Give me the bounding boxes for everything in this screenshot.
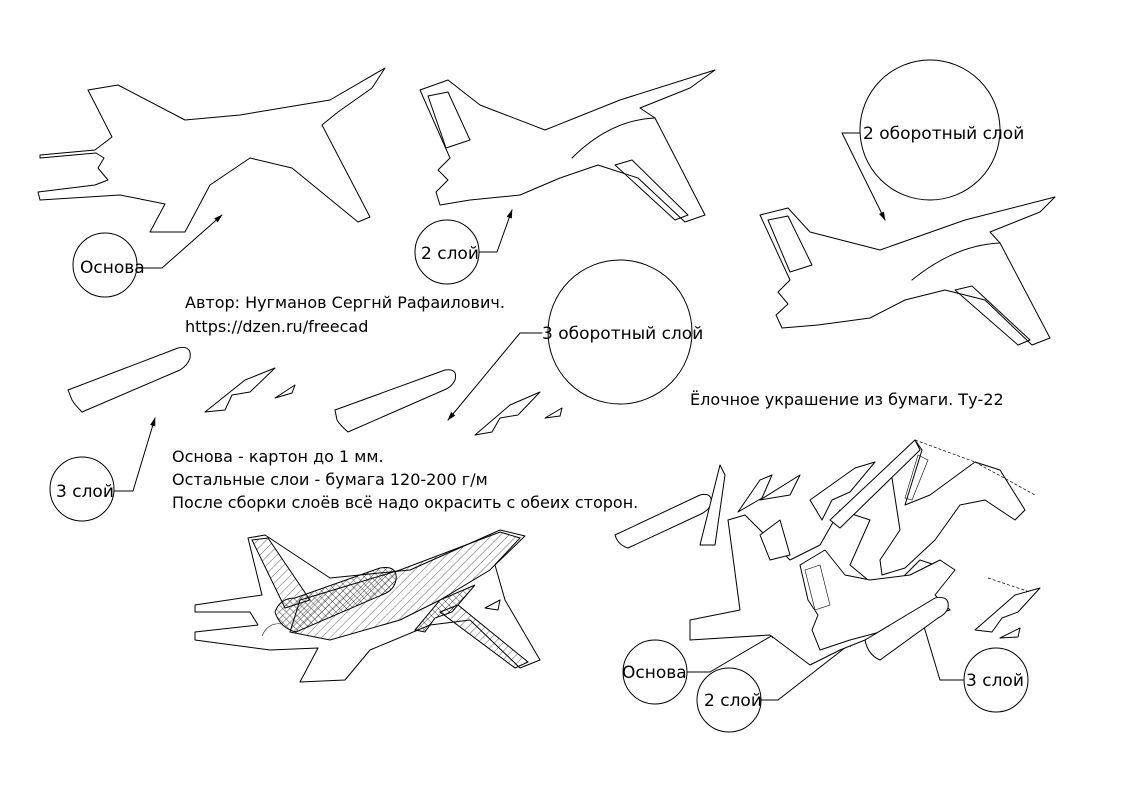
callout-label-layer2-bottom: 2 слой bbox=[704, 691, 762, 711]
leader-lines bbox=[113, 132, 965, 701]
instruction-line-3: После сборки слоёв всё надо окрасить с о… bbox=[172, 493, 639, 512]
callout-label-layer2-top: 2 слой bbox=[421, 244, 479, 264]
callout-label-layer3-left: 3 слой bbox=[56, 482, 114, 502]
callout-label-reverse-layer2: 2 оборотный слой bbox=[863, 124, 1025, 144]
assembled-layers-view bbox=[194, 529, 541, 683]
reverse-layer2-silhouette bbox=[759, 196, 1056, 346]
author-line: Автор: Нугманов Сергнй Рафаилович. bbox=[185, 293, 505, 312]
drawing-title: Ёлочное украшение из бумаги. Ту-22 bbox=[690, 390, 1004, 409]
instruction-line-2: Остальные слои - бумага 120-200 г/м bbox=[172, 470, 488, 489]
callout-label-base-top: Основа bbox=[80, 258, 145, 278]
reverse-layer3-pieces bbox=[334, 369, 563, 436]
author-url: https://dzen.ru/freecad bbox=[185, 317, 369, 336]
callout-label-layer3-bottom: 3 слой bbox=[966, 671, 1024, 691]
instruction-line-1: Основа - картон до 1 мм. bbox=[172, 447, 384, 466]
callout-label-base-bottom: Основа bbox=[622, 663, 687, 683]
exploded-isometric-view bbox=[614, 439, 1041, 666]
callout-label-reverse-layer3: 3 оборотный слой bbox=[542, 324, 704, 344]
layer2-silhouette bbox=[419, 69, 716, 223]
base-layer-silhouette bbox=[37, 67, 386, 233]
layer3-pieces-left bbox=[67, 347, 296, 413]
